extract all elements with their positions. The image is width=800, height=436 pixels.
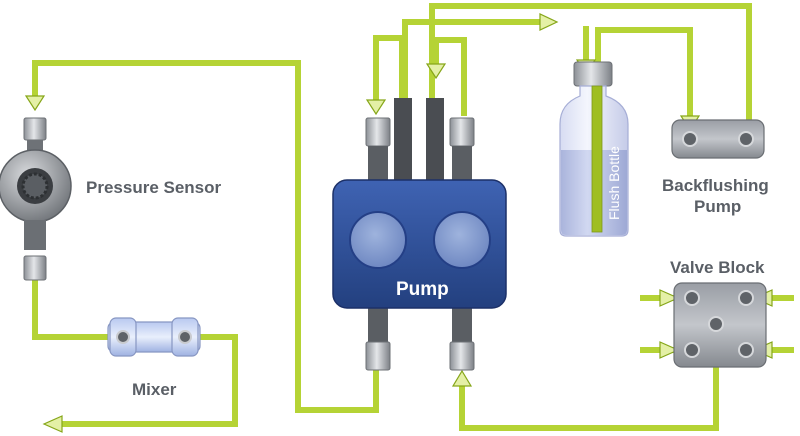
pump-window-left bbox=[349, 211, 407, 269]
arrow-left-output bbox=[42, 415, 63, 433]
arrow-right-valve-bl bbox=[659, 341, 680, 359]
bottle-dip-tube bbox=[591, 85, 603, 233]
tube-top-to-bottle bbox=[433, 37, 467, 116]
pump-bottom-right-fitting bbox=[449, 341, 475, 371]
tube-flush-right bbox=[429, 3, 752, 126]
arrow-right-bottle bbox=[539, 13, 559, 31]
backflushing-pump bbox=[671, 119, 765, 159]
valve-port-center bbox=[708, 316, 724, 332]
arrow-up-pump-inlet bbox=[451, 369, 473, 387]
arrow-down-top bbox=[425, 63, 447, 80]
sensor-top-fitting bbox=[23, 117, 47, 141]
sensor-bottom-fitting bbox=[23, 255, 47, 281]
valve-block bbox=[673, 282, 767, 368]
mixer bbox=[107, 317, 201, 357]
tube-mixer-to-output bbox=[62, 334, 238, 427]
arrow-right-valve-tl bbox=[659, 289, 680, 307]
flush-bottle-label: Flush Bottle bbox=[606, 146, 622, 220]
pump bbox=[332, 98, 507, 371]
tube-sensor-to-mixer bbox=[32, 280, 108, 340]
tube-bottle-to-backflush bbox=[595, 27, 693, 116]
pressure-sensor bbox=[0, 117, 72, 281]
valve-port-br bbox=[738, 342, 754, 358]
tube-pump-to-sensor bbox=[32, 60, 379, 413]
pressure-sensor-label: Pressure Sensor bbox=[86, 178, 222, 197]
pump-piston-right bbox=[426, 98, 444, 182]
mixer-label: Mixer bbox=[132, 380, 177, 399]
mixer-outlet-port bbox=[178, 330, 192, 344]
tube-valve-to-pump bbox=[459, 330, 719, 431]
backflushing-pump-label-line1: Backflushing bbox=[662, 176, 769, 195]
pump-top-left-fitting bbox=[365, 117, 391, 147]
backflush-pump-body bbox=[671, 119, 765, 159]
backflushing-pump-label-line2: Pump bbox=[694, 197, 741, 216]
tube-flush-left bbox=[373, 35, 405, 100]
bottle-cap bbox=[573, 61, 613, 87]
backflush-outlet-port bbox=[738, 131, 754, 147]
sensor-dial-icon bbox=[21, 172, 49, 200]
backflush-inlet-port bbox=[682, 131, 698, 147]
valve-port-tl bbox=[684, 290, 700, 306]
mixer-inlet-port bbox=[116, 330, 130, 344]
flush-bottle bbox=[559, 61, 629, 237]
arrow-down-pump-left bbox=[365, 99, 387, 116]
tube-bottle-feed bbox=[402, 19, 540, 98]
pump-piston-left bbox=[394, 98, 412, 182]
pump-label: Pump bbox=[396, 279, 449, 300]
pump-top-right-fitting bbox=[449, 117, 475, 147]
arrow-down-sensor bbox=[24, 95, 46, 112]
pump-bottom-left-fitting bbox=[365, 341, 391, 371]
valve-port-bl bbox=[684, 342, 700, 358]
valve-port-tr bbox=[738, 290, 754, 306]
pump-window-right bbox=[433, 211, 491, 269]
valve-block-label: Valve Block bbox=[670, 258, 765, 277]
